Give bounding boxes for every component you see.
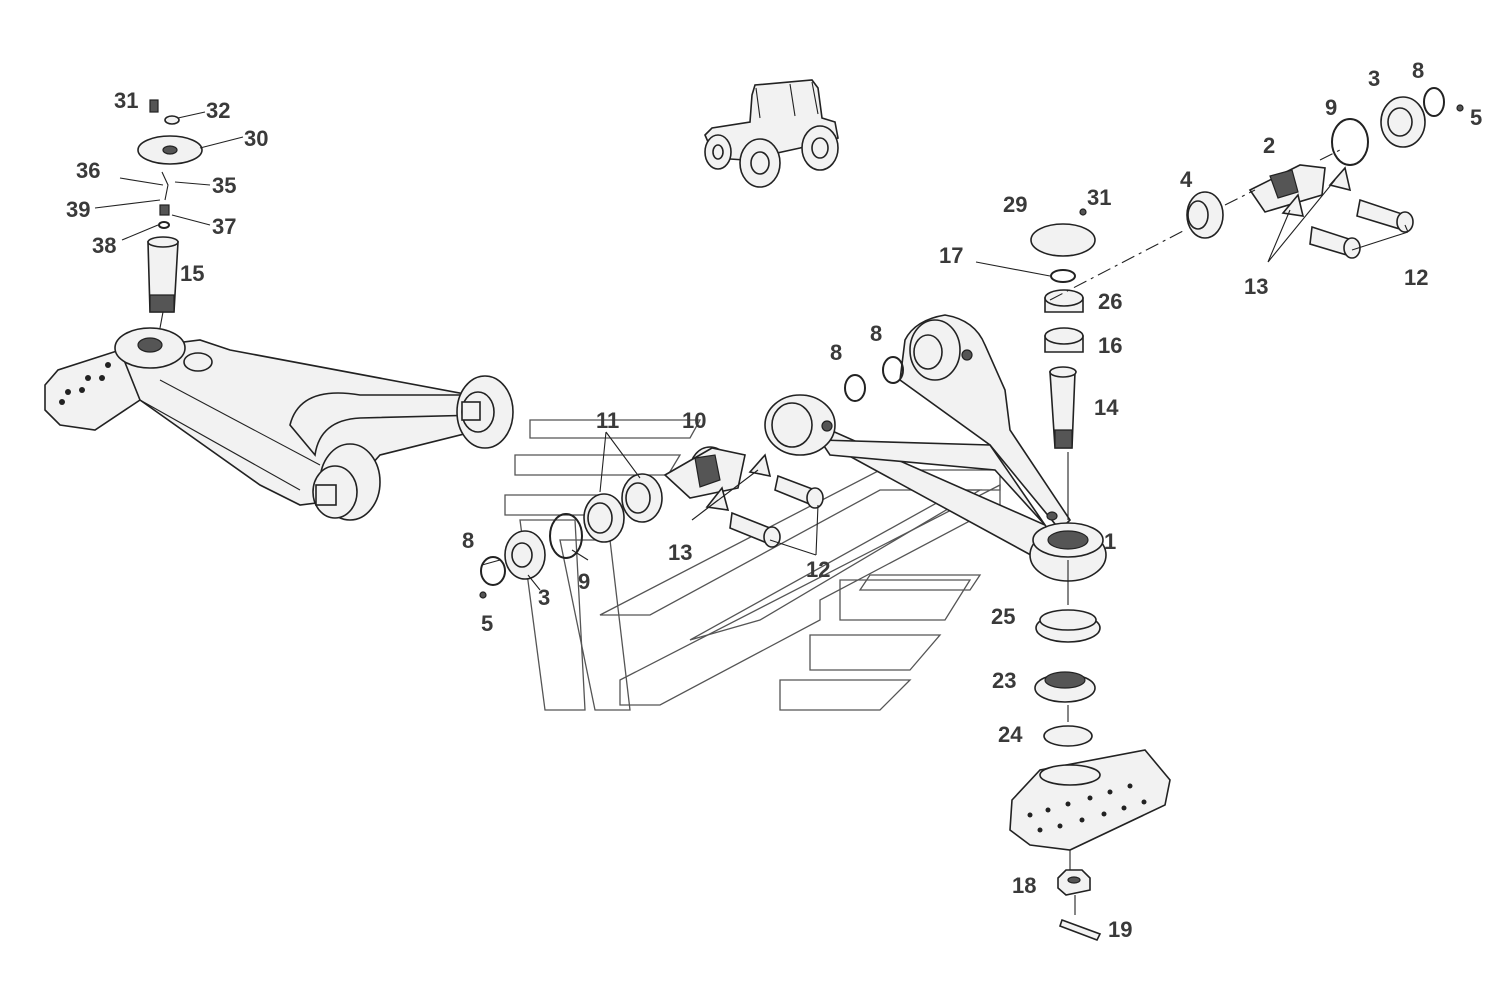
mounting-plate bbox=[1009, 749, 1171, 851]
assembly-axis-lines bbox=[159, 149, 1341, 915]
castle-nut-and-pin bbox=[1057, 869, 1102, 942]
callout-39: 39 bbox=[66, 197, 90, 222]
tractor-icon bbox=[704, 79, 839, 188]
callout-18: 18 bbox=[1012, 873, 1036, 898]
kingpin-stack-right bbox=[1030, 208, 1096, 449]
left-bushing-lower bbox=[312, 443, 381, 521]
callout-37: 37 bbox=[212, 214, 236, 239]
callout-24: 24 bbox=[998, 722, 1023, 747]
left-bushing-exploded bbox=[479, 356, 904, 599]
callout-11: 11 bbox=[596, 408, 619, 433]
callout-13b: 13 bbox=[1244, 274, 1268, 299]
callout-19: 19 bbox=[1108, 917, 1132, 942]
callout-3b: 3 bbox=[1368, 66, 1380, 91]
leader-lines bbox=[94, 111, 1409, 591]
callout-13a: 13 bbox=[668, 540, 692, 565]
callout-16: 16 bbox=[1098, 333, 1122, 358]
callout-4: 4 bbox=[1180, 167, 1193, 192]
callout-10: 10 bbox=[682, 408, 706, 433]
left-kingpin-stack bbox=[137, 99, 203, 313]
callout-3a: 3 bbox=[538, 585, 550, 610]
callout-25: 25 bbox=[991, 604, 1015, 629]
assembled-suspension-view bbox=[44, 327, 514, 521]
callout-9a: 9 bbox=[578, 569, 590, 594]
callout-12b: 12 bbox=[1404, 265, 1428, 290]
callout-1: 1 bbox=[1104, 529, 1116, 554]
callout-23: 23 bbox=[992, 668, 1016, 693]
callout-14: 14 bbox=[1094, 395, 1119, 420]
callout-2: 2 bbox=[1263, 133, 1275, 158]
callout-36: 36 bbox=[76, 158, 100, 183]
callout-12a: 12 bbox=[806, 557, 830, 582]
callout-35: 35 bbox=[212, 173, 236, 198]
left-bushing-upper bbox=[456, 375, 514, 449]
callout-8b: 8 bbox=[830, 340, 842, 365]
callout-29: 29 bbox=[1003, 192, 1027, 217]
callout-32: 32 bbox=[206, 98, 230, 123]
callout-8d: 8 bbox=[1412, 58, 1424, 83]
callout-9b: 9 bbox=[1325, 95, 1337, 120]
lower-seal-stack bbox=[1034, 609, 1101, 747]
right-bushing-exploded bbox=[1186, 87, 1464, 259]
callout-labels: 31 32 30 36 35 39 37 38 15 29 31 17 26 1… bbox=[66, 58, 1482, 942]
callout-17: 17 bbox=[939, 243, 963, 268]
callout-15: 15 bbox=[180, 261, 204, 286]
callout-8a: 8 bbox=[870, 321, 882, 346]
callout-38: 38 bbox=[92, 233, 116, 258]
callout-8c: 8 bbox=[462, 528, 474, 553]
wishbone-arm bbox=[764, 314, 1107, 582]
callout-31a: 31 bbox=[114, 88, 138, 113]
callout-30: 30 bbox=[244, 126, 268, 151]
callout-26: 26 bbox=[1098, 289, 1122, 314]
callout-5b: 5 bbox=[1470, 105, 1482, 130]
callout-31b: 31 bbox=[1087, 185, 1111, 210]
callout-5a: 5 bbox=[481, 611, 493, 636]
